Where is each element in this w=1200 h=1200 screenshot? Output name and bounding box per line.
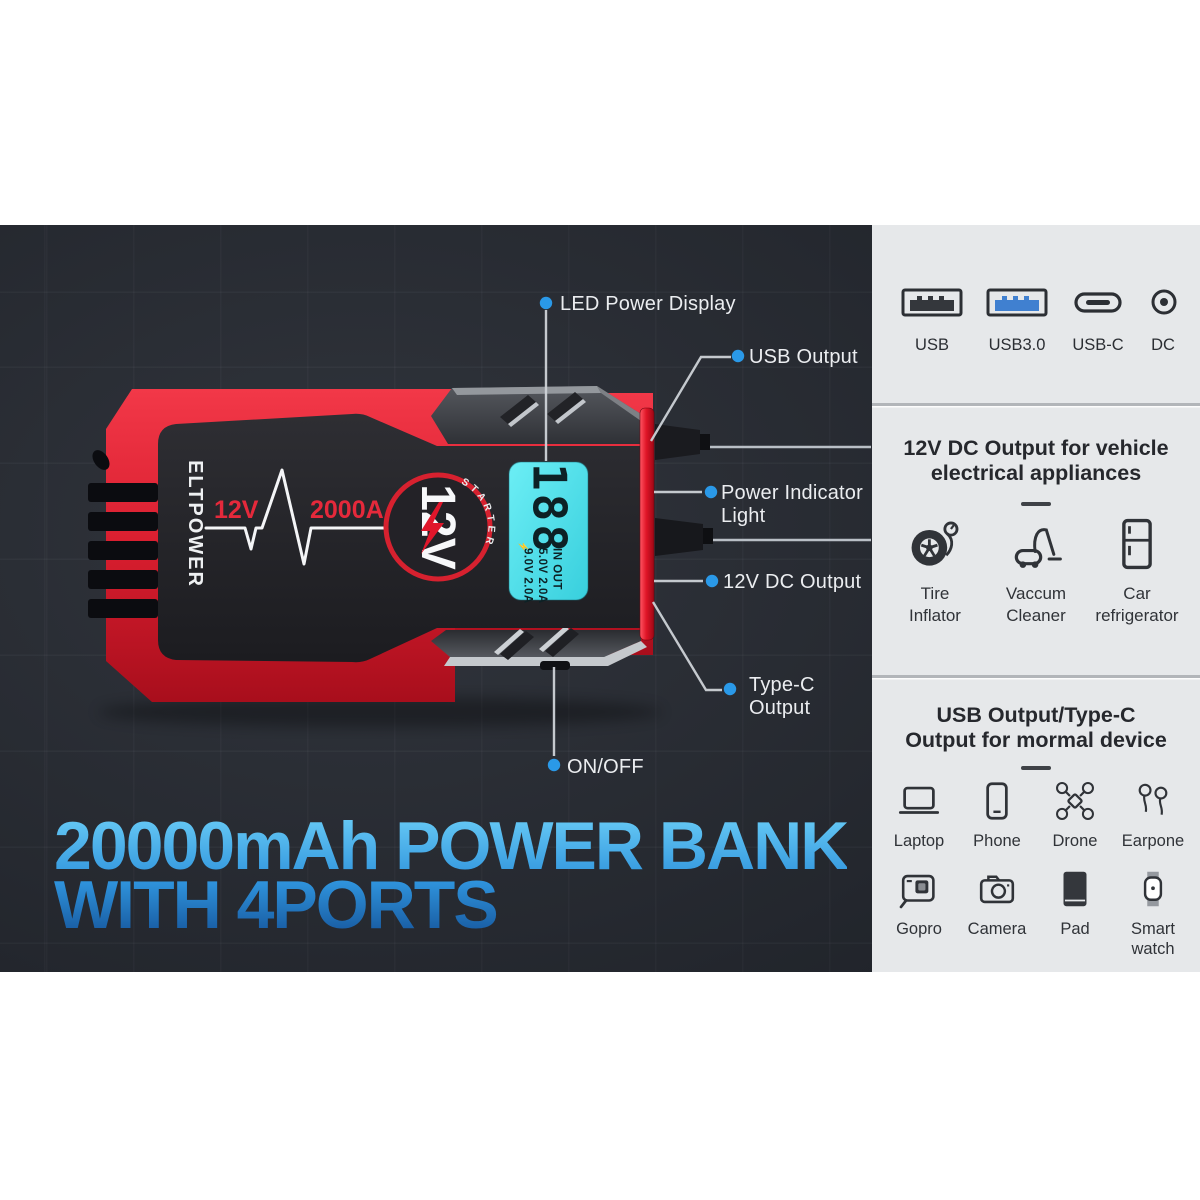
device-laptop: Laptop	[880, 778, 958, 851]
hero-section: ELTPOWER 12V 2000A 12V STARTER	[0, 225, 872, 972]
pad-icon	[1063, 871, 1087, 907]
lcd-row1: IN OUT	[551, 548, 563, 590]
vacuum-cleaner-icon	[1014, 528, 1062, 568]
callout-dots	[539, 296, 745, 772]
port-label: DC	[1151, 336, 1175, 354]
callout-on-off: ON/OFF	[567, 756, 644, 778]
dc-section-title: 12V DC Output for vehicle electrical app…	[903, 436, 1169, 485]
lightning-icon	[421, 502, 444, 554]
laptop-icon	[898, 786, 940, 814]
appliance-car-refrigerator: Car refrigerator	[1088, 514, 1186, 626]
dc-port-icon	[1151, 289, 1177, 315]
usb-device-grid: Laptop Phone	[880, 778, 1192, 959]
product-illustration: ELTPOWER 12V 2000A 12V STARTER	[88, 296, 871, 772]
port-label: USB3.0	[988, 336, 1046, 354]
device-label: Camera	[967, 920, 1027, 938]
port-label: USB	[915, 336, 949, 354]
device-camera: Camera	[958, 866, 1036, 959]
phone-icon	[986, 782, 1008, 820]
gopro-icon	[899, 874, 935, 909]
earphone-icon	[1138, 783, 1168, 815]
top-vent-cap	[431, 386, 641, 444]
device-phone: Phone	[958, 778, 1036, 851]
device-label: Gopro	[896, 920, 942, 938]
callout-led-power-display: LED Power Display	[560, 293, 736, 315]
device-label: Smart watch	[1130, 920, 1175, 958]
usb-c-port-icon	[1074, 292, 1122, 313]
panel-divider	[872, 403, 1200, 406]
appliance-vacuum-cleaner: Vaccum Cleaner	[987, 514, 1085, 626]
device-smart-watch: Smart watch	[1114, 866, 1192, 959]
callout-type-c-output: Type-C Output	[749, 674, 815, 719]
lcd-digits: 188	[523, 463, 577, 555]
dc-appliance-row: Tire Inflator Vaccum Cleaner Car	[886, 514, 1186, 626]
power-button	[540, 661, 570, 670]
headline: 20000mAh POWER BANK WITH 4PORTS	[54, 817, 847, 935]
appliance-label: Car refrigerator	[1095, 584, 1179, 625]
headline-line2: WITH 4PORTS	[54, 867, 497, 943]
port-item-usb3: USB3.0	[975, 282, 1059, 355]
callout-usb-output: USB Output	[749, 346, 858, 368]
device-pad: Pad	[1036, 866, 1114, 959]
peak-current-text: 2000A	[310, 496, 384, 524]
device-label: Earpone	[1121, 832, 1185, 850]
usb-section-title: USB Output/Type-C Output for mormal devi…	[905, 703, 1167, 752]
device-drone: Drone	[1036, 778, 1114, 851]
product-shadow	[98, 697, 662, 727]
callout-power-indicator: Power Indicator Light	[721, 482, 863, 527]
appliance-label: Tire Inflator	[909, 584, 961, 625]
device-label: Drone	[1052, 832, 1098, 850]
title-underline	[1021, 766, 1051, 770]
port-item-usbc: USB-C	[1062, 282, 1134, 355]
lcd-row2: 5.0V 2.0A	[536, 548, 548, 604]
title-underline	[1021, 502, 1051, 506]
tire-inflator-icon	[911, 521, 959, 566]
port-item-dc: DC	[1132, 282, 1194, 355]
side-red-strip	[639, 407, 655, 641]
appliance-tire-inflator: Tire Inflator	[886, 514, 984, 626]
usb3-port-icon	[986, 288, 1048, 317]
device-label: Laptop	[893, 832, 945, 850]
callout-12v-dc-output: 12V DC Output	[723, 571, 862, 593]
appliance-label: Vaccum Cleaner	[1005, 584, 1067, 625]
lcd-bolt-icon: ⚡	[518, 541, 530, 552]
brand-text: ELTPOWER	[184, 460, 206, 588]
port-item-usb: USB	[890, 282, 974, 355]
camera-icon	[979, 875, 1015, 904]
smartwatch-icon	[1143, 871, 1163, 907]
car-refrigerator-icon	[1122, 518, 1152, 570]
callout-lines	[544, 310, 731, 756]
lcd-row3: 9.0V 2.0A	[522, 548, 534, 604]
drone-icon	[1056, 782, 1094, 820]
device-gopro: Gopro	[880, 866, 958, 959]
info-panel: USB USB3.0 USB-C DC 12V DC Output f	[872, 225, 1200, 972]
port-label: USB-C	[1072, 336, 1124, 354]
voltage-text: 12V	[214, 496, 259, 524]
pulse-line	[204, 468, 391, 566]
bottom-vent-cap	[431, 626, 647, 666]
panel-divider	[872, 675, 1200, 678]
usb-output-cables	[655, 424, 871, 556]
device-earphone: Earpone	[1114, 778, 1192, 851]
heat-sink-grille	[88, 450, 158, 618]
device-label: Phone	[973, 832, 1021, 850]
device-label: Pad	[1060, 920, 1090, 938]
usb-a-port-icon	[901, 288, 963, 317]
lcd-display: 188 ⚡ IN OUT 5.0V 2.0A 9.0V 2.0A	[508, 461, 589, 604]
